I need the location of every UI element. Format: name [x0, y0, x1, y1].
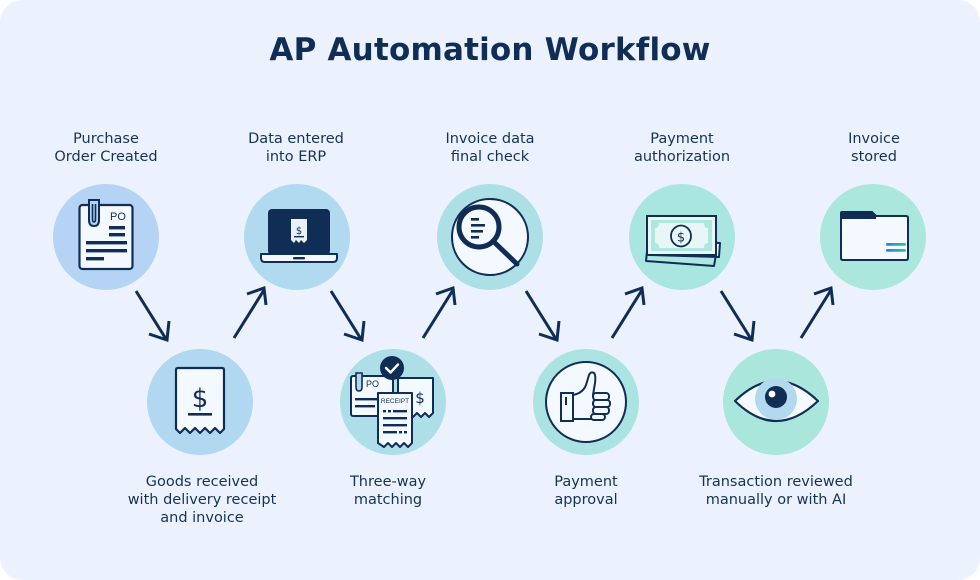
step-4-circle: PO $ RECEIPT — [340, 349, 446, 455]
step-7-label: Payment authorization — [572, 130, 792, 166]
step-2-label-line-2: with delivery receipt — [127, 492, 277, 508]
step-9-circle — [820, 184, 926, 290]
step-9-label-line-1: Invoice — [848, 131, 900, 147]
step-7-label-line-1: Payment — [650, 131, 714, 147]
step-5-circle — [437, 184, 543, 290]
step-4-label-line-1: Three-way — [349, 474, 427, 490]
step-9-label-line-2: stored — [851, 149, 897, 165]
step-1-label-line-1: Purchase — [73, 131, 139, 147]
step-6-label: Payment approval — [476, 473, 696, 509]
check-icon — [384, 363, 400, 374]
step-6-label-line-1: Payment — [554, 474, 618, 490]
laptop-dollar-text: $ — [296, 226, 302, 237]
step-8-circle — [723, 349, 829, 455]
step-5-label: Invoice data final check — [380, 130, 600, 166]
arrow-step-6-to-7 — [610, 285, 646, 339]
thumbs-up-icon — [545, 361, 627, 443]
arrow-step-8-to-9 — [799, 285, 835, 339]
arrow-step-5-to-6 — [524, 290, 561, 343]
purchase-order-icon: PO — [78, 199, 134, 271]
arrow-step-7-to-8 — [719, 290, 756, 343]
step-6-circle — [533, 349, 639, 455]
po-text: PO — [110, 211, 126, 223]
step-3-label-line-2: into ERP — [265, 149, 327, 165]
receipt-text: RECEIPT — [381, 398, 409, 405]
cash-dollar-text: $ — [677, 231, 685, 246]
diagram-title: AP Automation Workflow — [269, 32, 711, 68]
step-8-label-line-2: manually or with AI — [705, 492, 847, 508]
arrow-step-4-to-5 — [421, 285, 457, 339]
step-7-circle: $ — [629, 184, 735, 290]
laptop-invoice-icon: $ — [260, 209, 338, 263]
step-2-label: Goods received with delivery receipt and… — [92, 473, 312, 527]
cash-icon: $ — [645, 215, 721, 267]
step-2-circle: $ — [147, 349, 253, 455]
step-2-label-line-1: Goods received — [145, 474, 259, 490]
match-dollar-text: $ — [415, 389, 425, 407]
eye-icon — [733, 378, 820, 422]
step-5-label-line-2: final check — [450, 149, 530, 165]
step-4-label-line-2: matching — [353, 492, 423, 508]
step-1-label-line-2: Order Created — [54, 149, 158, 165]
arrow-step-2-to-3 — [232, 285, 268, 339]
magnifier-icon — [451, 198, 529, 276]
step-1-circle: PO — [53, 184, 159, 290]
match-po-text: PO — [366, 379, 379, 389]
step-8-label: Transaction reviewed manually or with AI — [666, 473, 886, 509]
step-3-circle: $ — [244, 184, 350, 290]
dollar-text: $ — [192, 384, 209, 414]
arrow-step-1-to-2 — [134, 290, 171, 343]
step-1-label: Purchase Order Created — [0, 130, 216, 166]
step-3-label-line-1: Data entered — [248, 131, 344, 147]
receipt-dollar-icon: $ — [174, 366, 226, 435]
step-3-label: Data entered into ERP — [186, 130, 406, 166]
step-5-label-line-1: Invoice data — [445, 131, 535, 147]
three-way-match-icon: PO $ RECEIPT — [350, 356, 434, 448]
step-2-label-line-3: and invoice — [160, 510, 244, 526]
step-8-label-line-1: Transaction reviewed — [699, 474, 853, 490]
folder-icon — [840, 211, 909, 261]
step-4-label: Three-way matching — [278, 473, 498, 509]
arrow-step-3-to-4 — [329, 290, 366, 343]
step-6-label-line-2: approval — [554, 492, 618, 508]
step-7-label-line-2: authorization — [633, 149, 731, 165]
step-9-label: Invoice stored — [764, 130, 980, 166]
